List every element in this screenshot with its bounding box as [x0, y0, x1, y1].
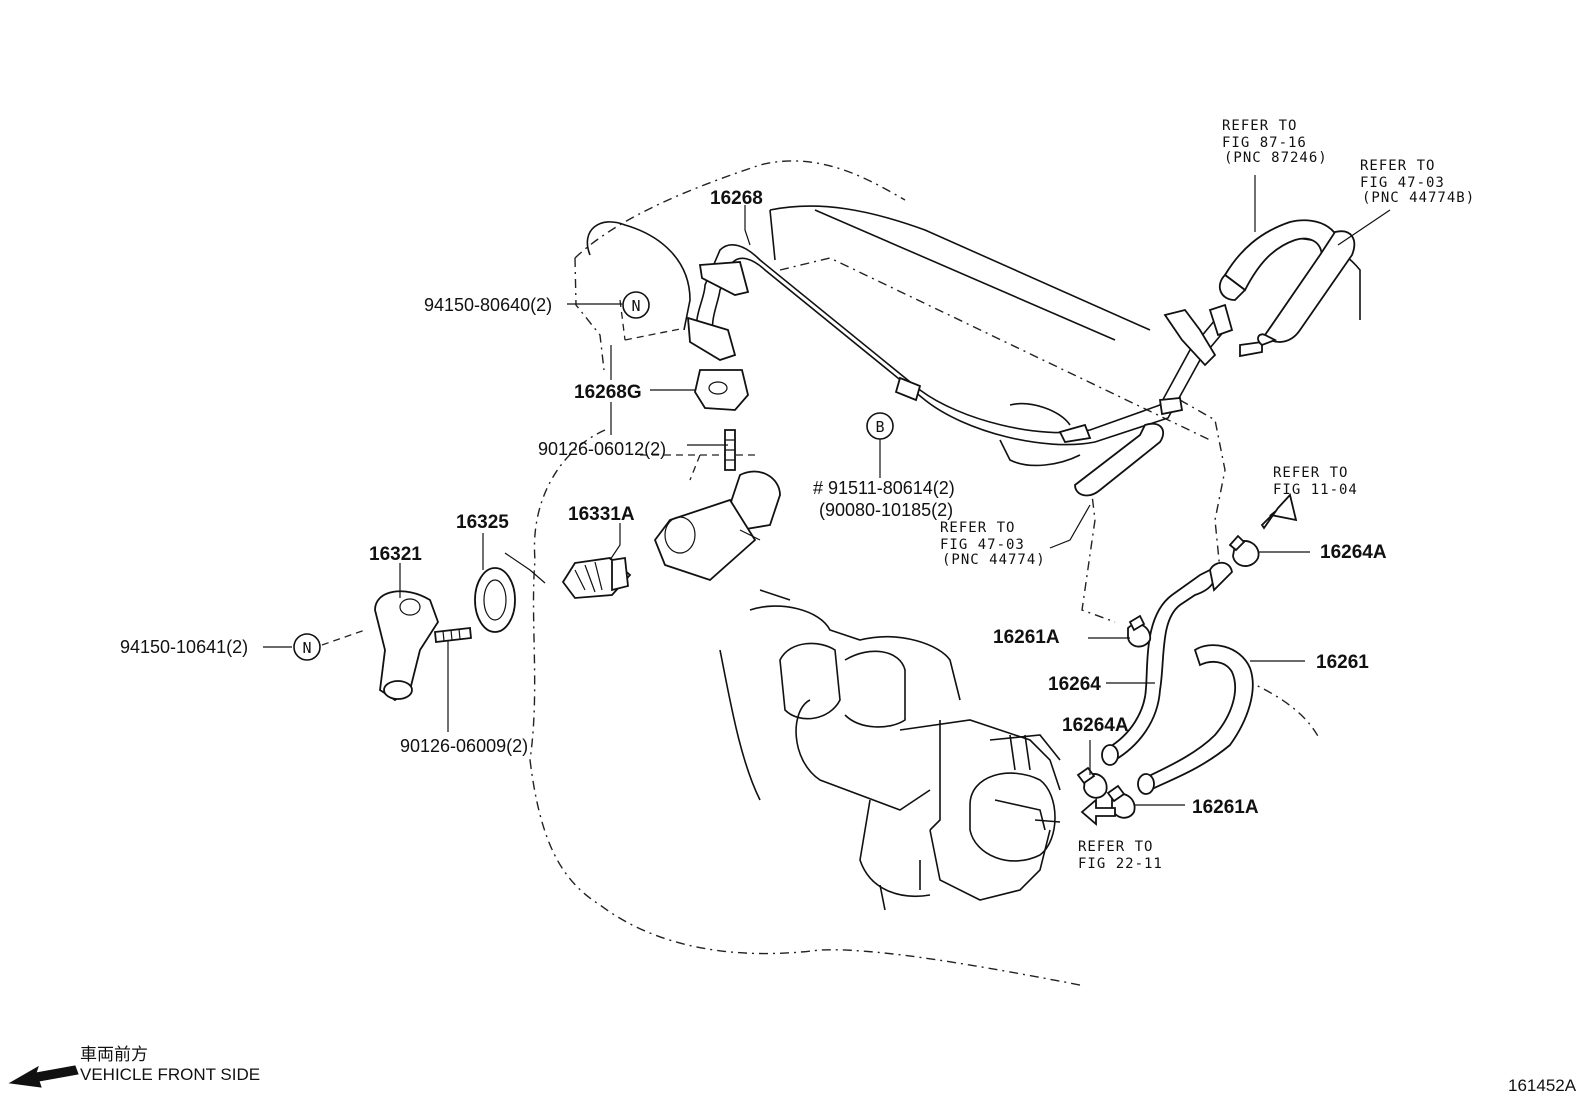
refer-note-fig-47-03-lower-line3: (PNC 44774)	[942, 552, 1046, 568]
callout-90126-06012: 90126-06012(2)	[538, 439, 666, 459]
symbol-b-label: B	[875, 418, 884, 436]
refer-note-fig-47-03-upper-line1: REFER TO	[1360, 158, 1435, 174]
legend-english: VEHICLE FRONT SIDE	[80, 1065, 260, 1084]
refer-note-fig-87-16-line2: FIG 87-16	[1222, 135, 1307, 151]
legend-japanese: 車両前方	[80, 1045, 148, 1064]
refer-note-fig-47-03-upper: REFER TO FIG 47-03 (PNC 44774B)	[1360, 158, 1475, 206]
gasket	[474, 567, 516, 633]
engine-body	[586, 205, 1361, 911]
callout-90080-10185: (90080-10185(2)	[819, 500, 953, 520]
refer-note-fig-87-16-line3: (PNC 87246)	[1224, 150, 1328, 166]
callout-16261A-top: 16261A	[993, 627, 1060, 648]
refer-note-fig-22-11-line1: REFER TO	[1078, 839, 1153, 855]
refer-note-fig-22-11-line2: FIG 22-11	[1078, 856, 1163, 872]
refer-note-fig-47-03-upper-line3: (PNC 44774B)	[1362, 190, 1475, 206]
callout-16264A-bottom: 16264A	[1062, 715, 1129, 736]
callout-16268G: 16268G	[574, 382, 642, 403]
front-arrow-icon	[8, 1065, 79, 1088]
thermostat	[561, 556, 632, 599]
callout-90126-06009: 90126-06009(2)	[400, 736, 528, 756]
water-bypass-pipe	[686, 244, 1263, 446]
upper-hoses	[1074, 219, 1356, 497]
refer-note-fig-87-16-line1: REFER TO	[1222, 118, 1297, 134]
symbol-b: B	[866, 412, 894, 440]
callout-16321: 16321	[369, 544, 422, 565]
callout-94150-10641: 94150-10641(2)	[120, 637, 248, 657]
diagram-id: 161452A	[1508, 1076, 1577, 1095]
symbol-n-left: N	[293, 633, 321, 661]
symbol-n-left-label: N	[302, 639, 311, 657]
lower-hoses	[1101, 561, 1254, 795]
refer-arrows	[1080, 493, 1298, 826]
callout-16261A-bottom: 16261A	[1192, 797, 1259, 818]
refer-note-fig-47-03-lower: REFER TO FIG 47-03 (PNC 44774)	[940, 520, 1046, 568]
callout-16325: 16325	[456, 512, 509, 533]
engine-outline	[529, 160, 1321, 986]
refer-note-fig-11-04-line2: FIG 11-04	[1273, 482, 1358, 498]
callout-16264A-top: 16264A	[1320, 542, 1387, 563]
vehicle-front-legend: 車両前方 VEHICLE FRONT SIDE	[8, 1045, 260, 1088]
callout-91511-80614: # 91511-80614(2)	[813, 478, 955, 498]
refer-note-fig-87-16: REFER TO FIG 87-16 (PNC 87246)	[1222, 118, 1328, 166]
callout-94150-80640: 94150-80640(2)	[424, 295, 552, 315]
callout-16268: 16268	[710, 188, 763, 209]
thermostat-housing	[653, 369, 781, 582]
callout-16331A: 16331A	[568, 504, 635, 525]
leader-lines	[263, 175, 1391, 806]
callout-16261: 16261	[1316, 652, 1369, 673]
refer-note-fig-47-03-lower-line1: REFER TO	[940, 520, 1015, 536]
stud-bolt-06009	[434, 627, 472, 643]
refer-note-fig-11-04-line1: REFER TO	[1273, 465, 1348, 481]
symbol-n-top-label: N	[631, 297, 640, 315]
refer-note-fig-47-03-upper-line2: FIG 47-03	[1360, 175, 1445, 191]
callout-16264: 16264	[1048, 674, 1101, 695]
symbol-n-top: N	[622, 291, 650, 319]
refer-note-fig-22-11: REFER TO FIG 22-11	[1078, 839, 1163, 872]
water-inlet	[374, 590, 439, 702]
refer-note-fig-11-04: REFER TO FIG 11-04	[1273, 465, 1358, 498]
refer-note-fig-47-03-lower-line2: FIG 47-03	[940, 537, 1025, 553]
